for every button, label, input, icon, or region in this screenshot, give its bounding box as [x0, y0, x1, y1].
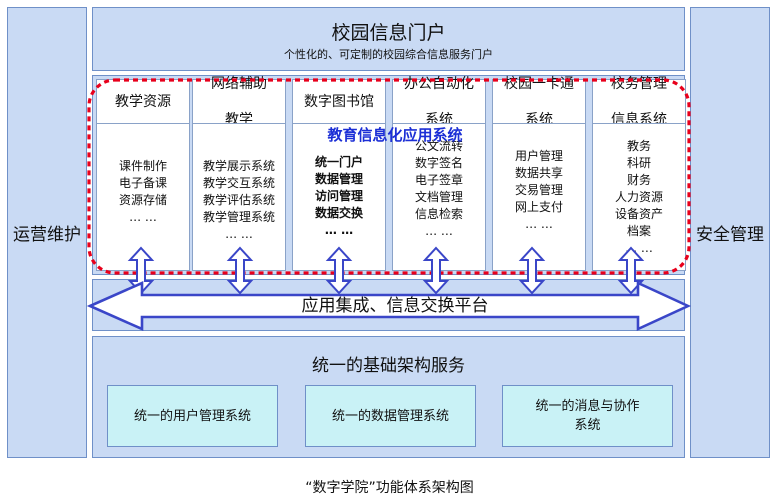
column-item: … … — [129, 210, 157, 224]
column-items: 教学展示系统教学交互系统教学评估系统教学管理系统 … … — [192, 123, 286, 271]
column-item: 财务 — [626, 173, 651, 187]
column-header-line: 校务管理 — [611, 75, 667, 92]
column-header: 校务管理信息系统 — [592, 76, 686, 128]
column-item: 教务 — [626, 139, 651, 153]
infrastructure-service-label: 统一的用户管理系统 — [133, 408, 251, 424]
column-item: 档案 — [626, 224, 651, 238]
column-header: 教学资源 — [96, 79, 190, 123]
column-item: 设备资产 — [614, 207, 663, 221]
platform-double-arrow — [86, 280, 692, 332]
column-header: 数字图书馆 — [292, 79, 386, 123]
column-item: 数据交换 — [314, 206, 363, 220]
integration-platform-label: 应用集成、信息交换平台 — [301, 296, 489, 316]
column-item: 访问管理 — [314, 189, 363, 203]
column-item: 统一门户 — [314, 155, 363, 169]
column-item: 教学评估系统 — [202, 193, 275, 207]
column-item: 人力资源 — [614, 190, 663, 204]
infrastructure-service-label: 统一的数据管理系统 — [331, 408, 449, 424]
column-item: 资源存储 — [118, 193, 167, 207]
vertical-double-arrow — [617, 246, 645, 295]
column-item: 数据管理 — [314, 172, 363, 186]
vertical-arrows — [127, 246, 645, 295]
campus-portal-panel: 校园信息门户 个性化的、可定制的校园综合信息服务门户 — [92, 7, 685, 71]
infrastructure-service-label: 统一的消息与协作 — [535, 399, 640, 414]
column-item: 数字签名 — [414, 156, 463, 170]
column-item: 数据共享 — [514, 166, 563, 180]
infrastructure-service-label: 系统 — [574, 418, 601, 433]
column-items: 公文流转数字签名电子签章文档管理信息检索 … … — [392, 123, 486, 271]
column-item: … … — [225, 227, 253, 241]
portal-subtitle: 个性化的、可定制的校园综合信息服务门户 — [284, 48, 493, 61]
application-system-label: 教育信息化应用系统 — [327, 126, 463, 144]
column-item: 课件制作 — [118, 159, 167, 173]
column-items: 用户管理数据共享交易管理网上支付 … … — [492, 123, 586, 271]
column-item: 公文流转 — [414, 139, 463, 153]
vertical-double-arrow — [518, 246, 546, 295]
diagram-caption: “数字学院”功能体系架构图 — [305, 480, 474, 496]
column-item: … … — [525, 217, 553, 231]
column-item: 交易管理 — [514, 183, 563, 197]
column-item: 电子备课 — [118, 176, 167, 190]
infrastructure-service-box: 统一的数据管理系统 — [305, 385, 476, 447]
column-item: … … — [425, 224, 453, 238]
portal-title: 校园信息门户 — [331, 22, 446, 44]
column-item: 用户管理 — [514, 149, 563, 163]
security-management-label: 安全管理 — [696, 225, 764, 245]
column-header-line: 数字图书馆 — [304, 93, 374, 110]
vertical-double-arrow — [226, 246, 254, 295]
infrastructure-service-box: 统一的用户管理系统 — [107, 385, 278, 447]
vertical-double-arrow — [422, 246, 450, 295]
column-header: 校园一卡通系统 — [492, 76, 586, 128]
column-item: 文档管理 — [414, 190, 463, 204]
column-item: 教学展示系统 — [202, 159, 275, 173]
column-item: 网上支付 — [514, 200, 563, 214]
column-item: … … — [324, 223, 354, 237]
infrastructure-title: 统一的基础架构服务 — [312, 356, 465, 376]
column-header-line: 教学资源 — [115, 93, 171, 110]
column-item: 教学管理系统 — [202, 210, 275, 224]
column-item: 科研 — [626, 156, 651, 170]
application-highlight-dashed — [87, 78, 691, 275]
infrastructure-service-box: 统一的消息与协作系统 — [502, 385, 673, 447]
vertical-double-arrow — [325, 246, 353, 295]
ops-maintenance-panel: 运营维护 — [7, 7, 87, 458]
ops-maintenance-label: 运营维护 — [13, 225, 81, 245]
column-items: 课件制作电子备课资源存储 … … — [96, 123, 190, 271]
application-systems-panel — [92, 75, 685, 275]
column-item: 信息检索 — [414, 207, 463, 221]
column-item: 教学交互系统 — [202, 176, 275, 190]
column-item: 电子签章 — [414, 173, 463, 187]
